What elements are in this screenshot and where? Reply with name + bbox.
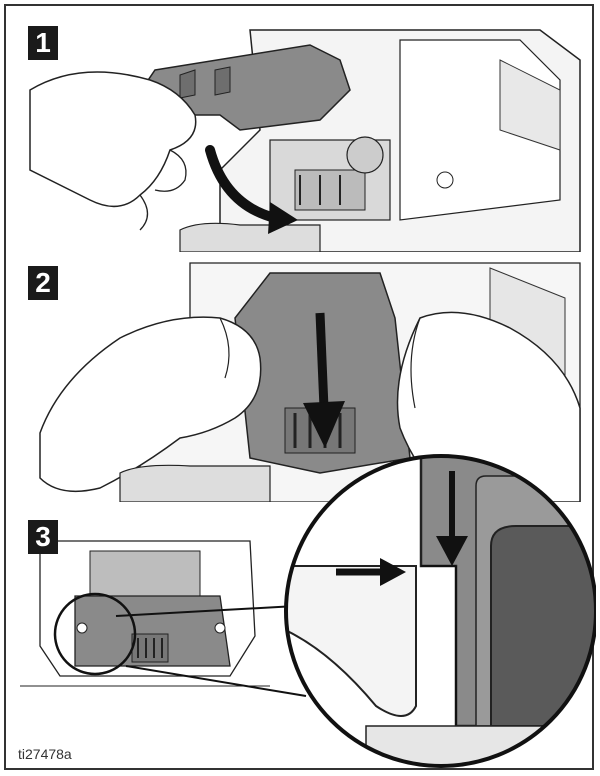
step-2-illustration	[39, 262, 581, 502]
curved-arrow-icon	[205, 145, 298, 234]
step-1-badge: 1	[28, 26, 58, 60]
callout-circle	[53, 592, 137, 676]
step-2-badge: 2	[28, 266, 58, 300]
down-arrow-icon	[303, 312, 345, 448]
step-1-panel: 1	[20, 20, 586, 252]
step-3-panel: 3	[20, 516, 270, 696]
step-1-illustration	[29, 29, 581, 252]
step-2-panel: 2	[20, 258, 586, 502]
step-3-badge: 3	[28, 520, 58, 554]
right-arrow-icon	[336, 558, 406, 586]
figure-id: ti27478a	[18, 746, 72, 762]
instruction-figure: 1 2	[4, 4, 596, 770]
